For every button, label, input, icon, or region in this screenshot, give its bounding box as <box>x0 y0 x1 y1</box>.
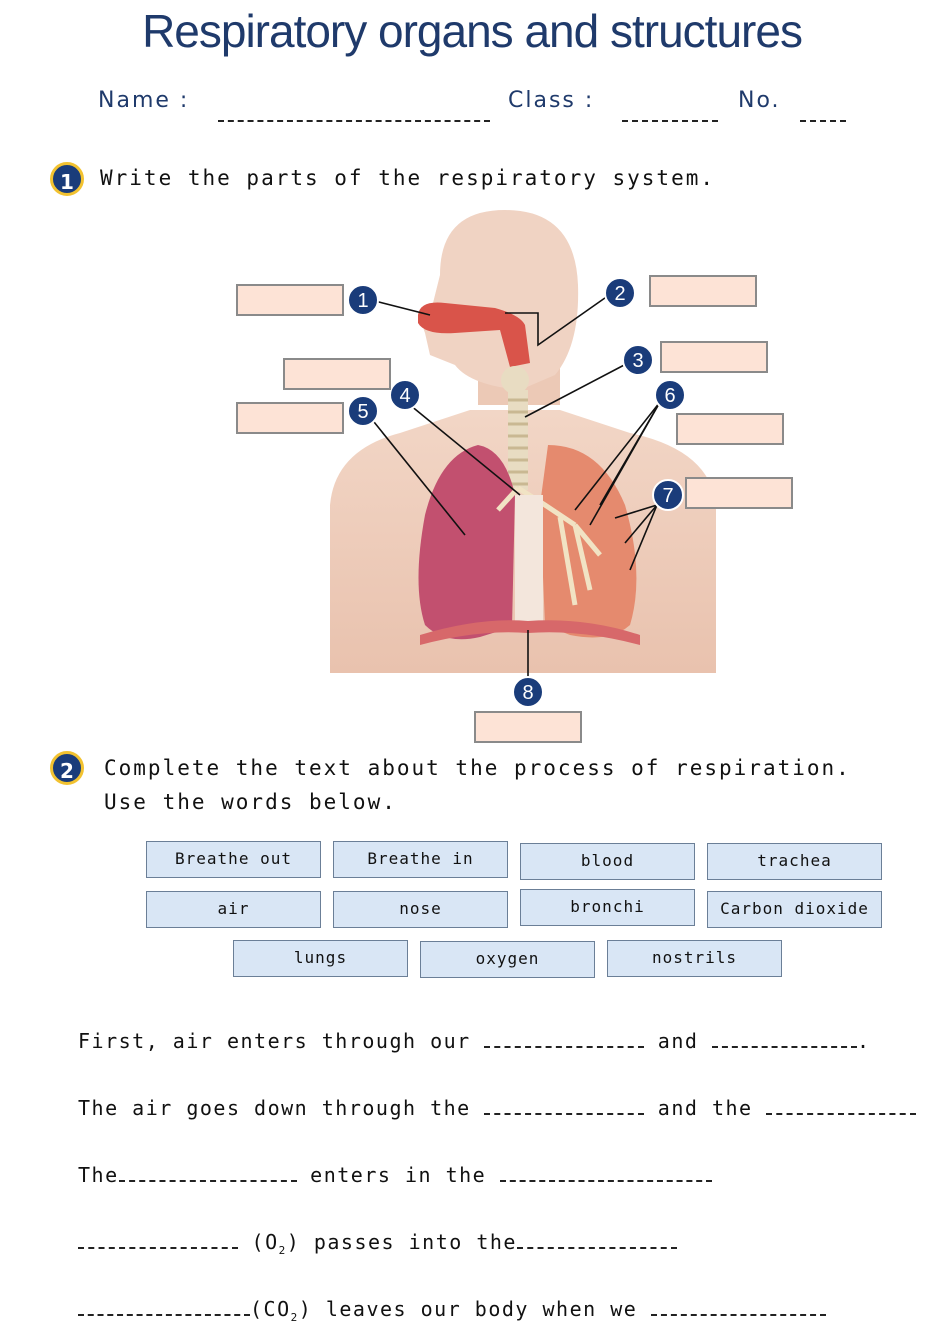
answer-box-7[interactable] <box>685 477 793 509</box>
sentence-2-part-a: The air goes down through the <box>78 1096 471 1120</box>
marker-8: 8 <box>512 676 544 708</box>
question-2-badge: 2 <box>50 751 84 785</box>
svg-text:5: 5 <box>357 401 368 423</box>
word-nose[interactable]: nose <box>333 891 508 928</box>
question-2-subtext: Use the words below. <box>104 790 397 814</box>
marker-7: 7 <box>652 479 684 511</box>
svg-text:6: 6 <box>664 385 675 407</box>
sentence-3-part-a: The <box>78 1163 119 1187</box>
name-field[interactable] <box>218 100 490 126</box>
word-blood[interactable]: blood <box>520 843 695 880</box>
word-air[interactable]: air <box>146 891 321 928</box>
blank-6[interactable] <box>499 1162 712 1182</box>
svg-text:7: 7 <box>662 485 673 507</box>
class-label: Class : <box>508 88 595 113</box>
marker-5: 5 <box>347 395 379 427</box>
nasal-cavity <box>418 302 530 367</box>
number-label: No. <box>738 88 781 113</box>
sentence-3: The enters in the <box>78 1162 712 1187</box>
svg-text:2: 2 <box>614 283 625 305</box>
answer-box-2[interactable] <box>649 275 757 307</box>
sentence-1: First, air enters through our and . <box>78 1028 871 1053</box>
marker-2: 2 <box>604 277 636 309</box>
sentence-1-part-a: First, air enters through our <box>78 1029 471 1053</box>
marker-4: 4 <box>389 379 421 411</box>
marker-3: 3 <box>622 344 654 376</box>
sentence-5-part-b: ) leaves our body when we <box>298 1297 638 1321</box>
word-bronchi[interactable]: bronchi <box>520 889 695 926</box>
blank-10[interactable] <box>650 1296 826 1316</box>
word-trachea[interactable]: trachea <box>707 843 882 880</box>
oxygen-formula: (O2 <box>251 1230 287 1257</box>
svg-text:3: 3 <box>632 350 643 372</box>
word-breathe-in[interactable]: Breathe in <box>333 841 508 878</box>
word-lungs[interactable]: lungs <box>233 940 408 977</box>
answer-box-6[interactable] <box>676 413 784 445</box>
blank-7[interactable] <box>78 1229 238 1249</box>
sentence-1-part-b: and <box>657 1029 699 1053</box>
class-field[interactable] <box>622 100 718 126</box>
word-carbon-dioxide[interactable]: Carbon dioxide <box>707 891 882 928</box>
svg-text:8: 8 <box>522 682 533 704</box>
sentence-3-part-b: enters in the <box>310 1163 487 1187</box>
question-2-text: Complete the text about the process of r… <box>104 756 851 780</box>
blank-4[interactable] <box>766 1095 917 1115</box>
svg-text:1: 1 <box>357 290 368 312</box>
word-oxygen[interactable]: oxygen <box>420 941 595 978</box>
svg-text:4: 4 <box>399 385 410 407</box>
page-title: Respiratory organs and structures <box>142 5 803 57</box>
sentence-1-end: . <box>856 1029 871 1053</box>
answer-box-1[interactable] <box>236 284 344 316</box>
blank-2[interactable] <box>711 1028 857 1048</box>
question-1-text: Write the parts of the respiratory syste… <box>100 166 716 190</box>
sentence-2: The air goes down through the and the <box>78 1095 917 1120</box>
number-field[interactable] <box>800 100 846 126</box>
question-1-badge: 1 <box>50 162 84 196</box>
sentence-4-part-b: ) passes into the <box>286 1230 517 1254</box>
answer-box-3[interactable] <box>660 341 768 373</box>
marker-6: 6 <box>654 379 686 411</box>
co2-formula: (CO2 <box>250 1297 299 1324</box>
word-breathe-out[interactable]: Breathe out <box>146 841 321 878</box>
name-label: Name : <box>98 88 190 113</box>
blank-9[interactable] <box>78 1296 250 1316</box>
word-nostrils[interactable]: nostrils <box>607 940 782 977</box>
sentence-4: (O2) passes into the <box>78 1229 677 1257</box>
sentence-2-part-b: and the <box>657 1096 753 1120</box>
blank-1[interactable] <box>484 1028 645 1048</box>
answer-box-4[interactable] <box>283 358 391 390</box>
blank-5[interactable] <box>118 1162 297 1182</box>
diaphragm <box>420 620 640 645</box>
sentence-5: (CO2) leaves our body when we <box>78 1296 826 1324</box>
respiratory-diagram: 1 2 3 4 5 6 7 8 <box>330 210 716 708</box>
left-lung <box>418 445 515 640</box>
blank-8[interactable] <box>516 1229 677 1249</box>
head-shape <box>423 210 579 390</box>
marker-1: 1 <box>347 284 379 316</box>
answer-box-5[interactable] <box>236 402 344 434</box>
blank-3[interactable] <box>484 1095 645 1115</box>
answer-box-8[interactable] <box>474 711 582 743</box>
